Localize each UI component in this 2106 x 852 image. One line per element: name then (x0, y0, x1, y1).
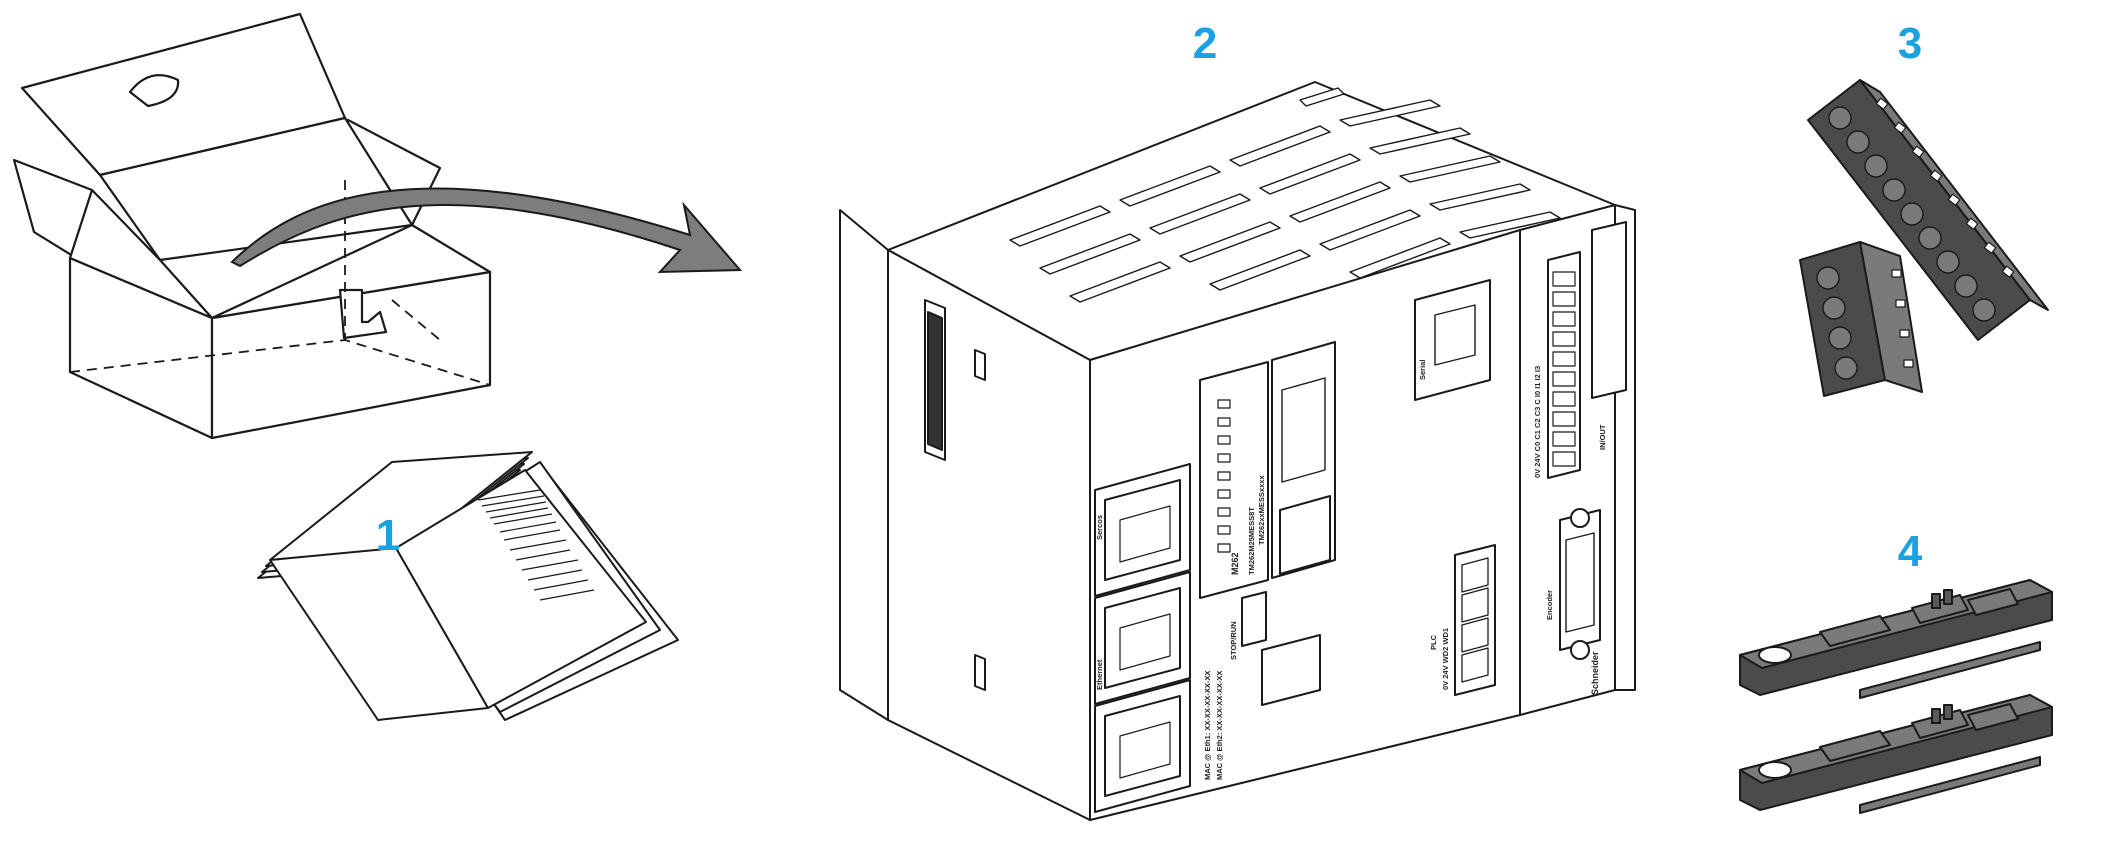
mounting-strip-bottom (1739, 694, 2053, 814)
run-stop-label: STOP/RUN (1229, 621, 1238, 660)
controller-text-labels: M262 TM262M25MESS8T TM262xxMESSxxxx STOP… (1095, 360, 1607, 780)
callout-4: 4 (1898, 527, 1923, 576)
mounting-strips-illustration (1739, 579, 2053, 814)
open-box-illustration (12, 12, 492, 440)
sercos-label: Sercos (1095, 515, 1104, 540)
callout-3: 3 (1898, 19, 1922, 68)
ethernet-label: Ethernet (1095, 659, 1104, 690)
plc-label: PLC (1429, 634, 1438, 650)
callout-1: 1 (376, 511, 400, 560)
callout-2: 2 (1193, 19, 1217, 68)
mac2-label: MAC @ Eth2: XX-XX-XX-XX-XX (1215, 671, 1224, 780)
serial-label: Serial (1418, 360, 1427, 380)
model-b-label: TM262M25MESS8T (1247, 507, 1256, 575)
model-a-label: M262 (1230, 552, 1240, 575)
io-terminals-label: 0V 24V C0 C1 C2 C3 C I0 I1 I2 I3 (1533, 366, 1542, 478)
mac1-label: MAC @ Eth1: XX-XX-XX-XX-XX (1203, 671, 1212, 780)
mounting-strip-top (1739, 579, 2053, 699)
brand-label: Schneider (1590, 651, 1600, 695)
power-terminals-label: 0V 24V WD2 WD1 (1441, 628, 1450, 690)
controller-illustration (839, 81, 1636, 821)
encoder-label: Encoder (1545, 590, 1554, 620)
unpack-arrow-icon (230, 187, 743, 274)
model-c-label: TM262xxMESSxxxx (1257, 475, 1266, 545)
terminal-connectors-illustration (1799, 79, 2049, 397)
inout-label: IN/OUT (1598, 424, 1607, 450)
instruction-sheet-illustration (257, 451, 679, 721)
